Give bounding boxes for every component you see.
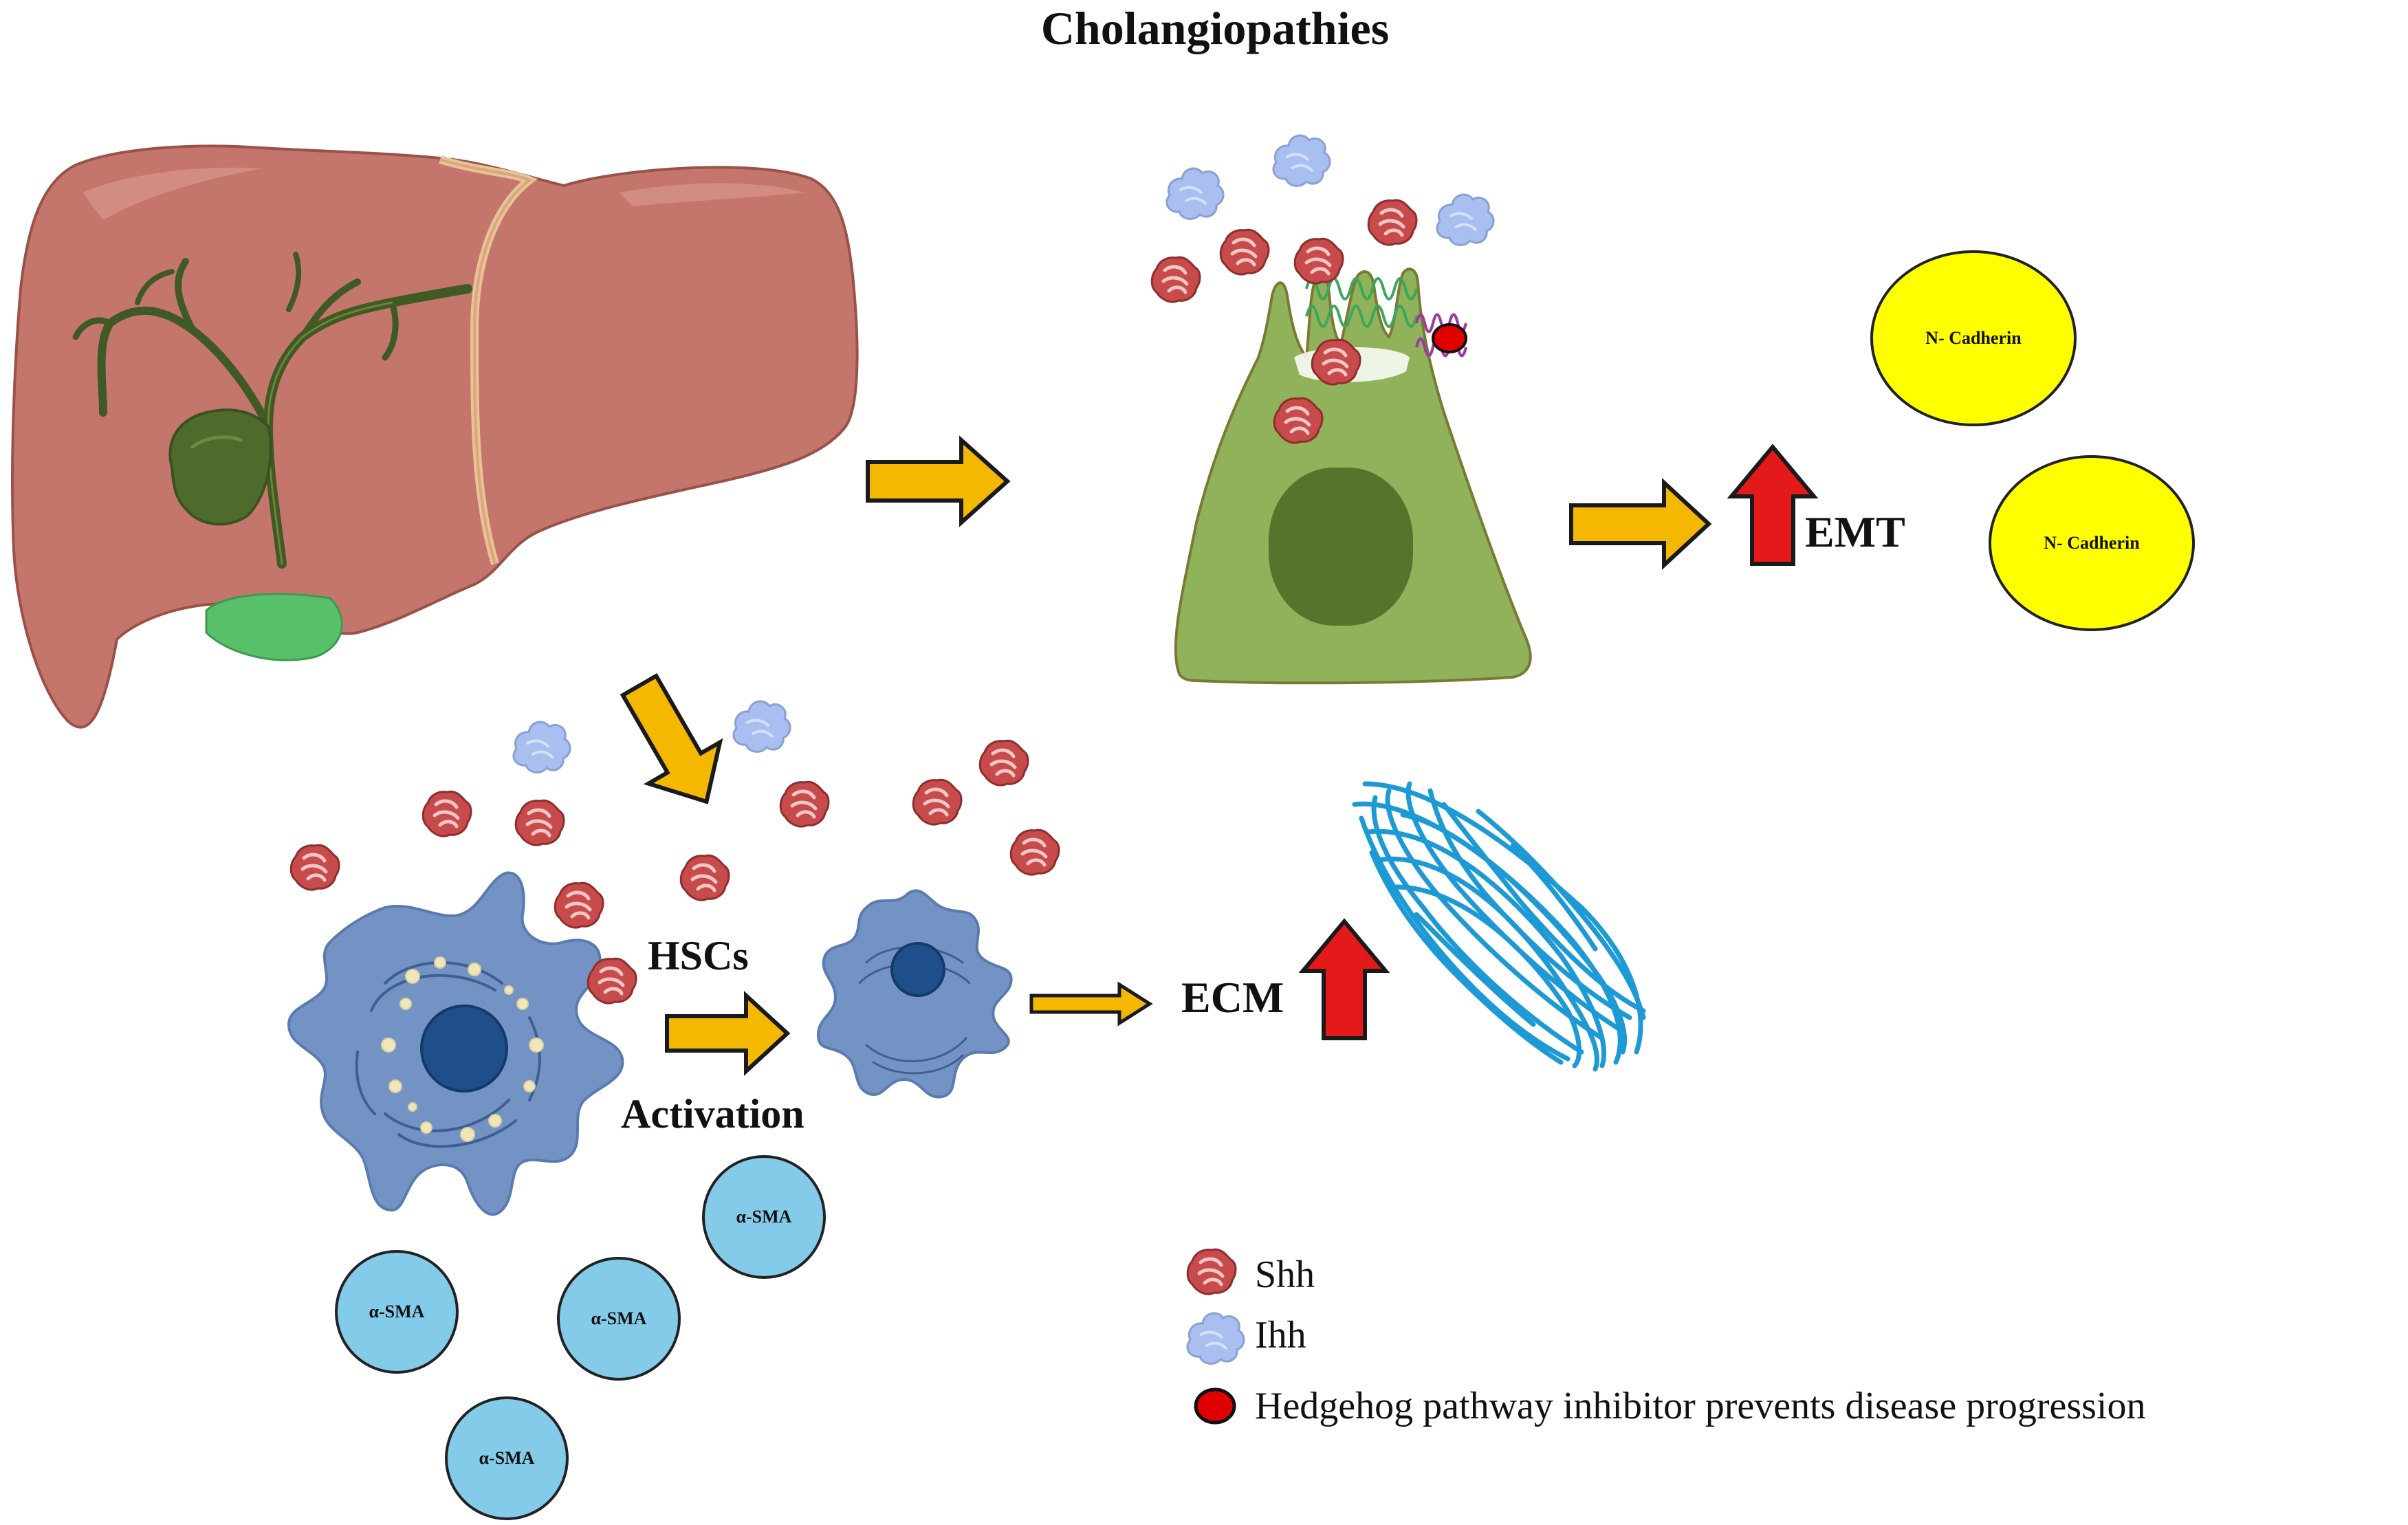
shh-ligand-icon	[1152, 257, 1200, 302]
legend: Shh Ihh Hedgehog pathway inhibitor preve…	[1185, 1249, 2145, 1427]
quiescent-hsc-nucleus	[420, 1005, 508, 1093]
flow-arrows	[620, 435, 1712, 1076]
alpha-sma-label: α-SMA	[369, 1302, 425, 1321]
legend-item-ihh: Ihh	[1185, 1312, 1306, 1365]
ihh-ligand-icon	[512, 721, 572, 774]
n-cadherin-label: N- Cadherin	[1925, 328, 2022, 348]
n-cadherin-marker: N- Cadherin	[1989, 455, 2195, 631]
activation-label: Activation	[621, 1091, 805, 1137]
arrow-liver-to-hscs	[620, 672, 723, 804]
ecm-fibers	[1352, 781, 1646, 1072]
diagram-title: Cholangiopathies	[1041, 2, 1389, 54]
shh-ligand-icon	[291, 845, 339, 890]
legend-label-inhibitor: Hedgehog pathway inhibitor prevents dise…	[1255, 1385, 2145, 1427]
ecm-label: ECM	[1181, 973, 1284, 1022]
shh-ligand-icon	[1295, 239, 1343, 283]
alpha-sma-marker: α-SMA	[335, 1250, 459, 1374]
shh-ligand-icon	[780, 782, 829, 826]
cholangiocyte-cell	[1174, 267, 1532, 685]
alpha-sma-label: α-SMA	[591, 1308, 647, 1328]
legend-label-shh: Shh	[1255, 1253, 1315, 1296]
shh-ligand-icon	[681, 855, 729, 900]
alpha-sma-marker: α-SMA	[445, 1396, 569, 1520]
shh-ligand-icon	[1368, 200, 1416, 245]
shh-ligand-icon	[1274, 398, 1322, 443]
hscs-label: HSCs	[648, 933, 749, 978]
ihh-ligand-icon	[1165, 167, 1225, 221]
ihh-ligand-icon	[1435, 193, 1496, 247]
arrow-cholangiocyte-to-emt	[1569, 478, 1712, 570]
shh-ligand-icon	[1312, 340, 1360, 384]
legend-item-shh: Shh	[1187, 1249, 1315, 1296]
ecm-up-arrow	[1298, 918, 1390, 1040]
shh-ligand-icon	[913, 780, 961, 824]
cholangiocyte-nucleus	[1269, 468, 1413, 626]
ihh-ligand-icon	[1185, 1312, 1246, 1365]
alpha-sma-label: α-SMA	[479, 1448, 535, 1468]
emt-label: EMT	[1805, 507, 1905, 556]
up-arrows	[1298, 443, 1819, 1040]
quiescent-hsc	[287, 871, 624, 1216]
shh-ligand-icon	[555, 883, 603, 928]
arrow-to-ecm	[1029, 981, 1153, 1027]
arrow-liver-to-cholangiocyte	[866, 435, 1011, 527]
inhibitor-dot-icon	[1194, 1387, 1236, 1425]
emt-up-arrow	[1727, 443, 1819, 566]
alpha-sma-label: α-SMA	[736, 1207, 792, 1227]
shh-ligand-icon	[1187, 1249, 1236, 1294]
n-cadherin-label: N- Cadherin	[2044, 533, 2140, 553]
n-cadherin-marker: N- Cadherin	[1870, 250, 2077, 426]
shh-ligand-icon	[423, 791, 471, 836]
activated-hsc	[816, 889, 1013, 1099]
inhibitor-dot-icon	[1432, 323, 1467, 353]
shh-ligand-icon	[588, 958, 636, 1003]
legend-label-ihh: Ihh	[1255, 1314, 1306, 1357]
shh-ligand-icon	[1221, 230, 1269, 274]
arrow-hsc-activation	[665, 991, 791, 1076]
shh-ligand-icon	[516, 800, 564, 845]
legend-item-inhibitor: Hedgehog pathway inhibitor prevents dise…	[1194, 1385, 2145, 1427]
activated-hsc-nucleus	[890, 942, 945, 997]
shh-ligand-icon	[980, 740, 1028, 785]
liver-illustration	[11, 144, 859, 729]
alpha-sma-marker: α-SMA	[702, 1155, 826, 1279]
alpha-sma-marker: α-SMA	[557, 1257, 681, 1381]
ihh-ligand-icon	[732, 700, 792, 754]
ihh-ligand-icon	[1271, 134, 1332, 188]
shh-ligand-icon	[1011, 830, 1059, 875]
